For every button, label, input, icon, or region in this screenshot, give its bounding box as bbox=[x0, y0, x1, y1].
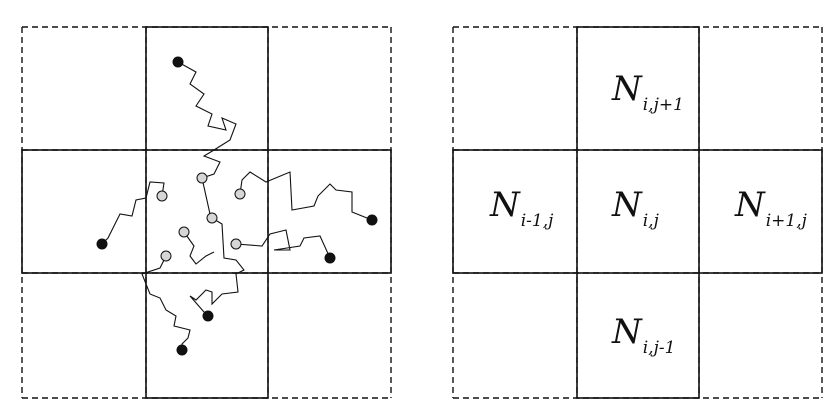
random-walk-path-north bbox=[177, 61, 237, 179]
label-right-cell: Ni+1,j bbox=[735, 185, 807, 230]
random-walk-path-east-lower bbox=[235, 229, 331, 259]
random-walk-path-east-upper bbox=[239, 171, 373, 221]
random-walk-path-inner-0 bbox=[183, 231, 215, 265]
label-top-main: N bbox=[612, 69, 642, 109]
filled-end-marker bbox=[172, 56, 184, 68]
hollow-start-marker bbox=[160, 250, 172, 262]
random-walk-path-south-lower bbox=[141, 255, 191, 350]
label-top-cell: Ni,j+1 bbox=[612, 69, 684, 114]
label-left-main: N bbox=[490, 185, 520, 225]
filled-end-marker bbox=[366, 214, 378, 226]
filled-end-marker bbox=[324, 252, 336, 264]
label-center-cell: Ni,j bbox=[612, 185, 659, 230]
hollow-start-marker bbox=[234, 188, 246, 200]
right-panel-cross-vertical-bar bbox=[576, 26, 700, 399]
label-right-main: N bbox=[735, 185, 765, 225]
left-panel-cross-horizontal-bar bbox=[21, 149, 392, 274]
label-left-cell: Ni-1,j bbox=[490, 185, 553, 230]
hollow-start-marker bbox=[178, 226, 190, 238]
filled-end-marker bbox=[96, 238, 108, 250]
label-bottom-sub: i,j-1 bbox=[642, 338, 676, 358]
hollow-start-marker bbox=[206, 212, 218, 224]
label-top-sub: i,j+1 bbox=[642, 95, 684, 115]
label-center-sub: i,j bbox=[642, 211, 659, 231]
hollow-start-marker bbox=[196, 172, 208, 184]
hollow-start-marker bbox=[156, 190, 168, 202]
random-walk-path-south-upper bbox=[189, 217, 245, 317]
hollow-start-marker bbox=[230, 238, 242, 250]
label-center-main: N bbox=[612, 185, 642, 225]
label-bottom-cell: Ni,j-1 bbox=[612, 312, 675, 357]
label-left-sub: i-1,j bbox=[520, 211, 554, 231]
left-panel-cross-vertical-bar bbox=[145, 26, 269, 399]
random-walk-path-inner-1 bbox=[201, 177, 211, 215]
random-walk-path-west bbox=[101, 181, 165, 245]
label-right-sub: i+1,j bbox=[765, 211, 807, 231]
right-panel-cross-horizontal-bar bbox=[452, 149, 823, 274]
label-bottom-main: N bbox=[612, 312, 642, 352]
filled-end-marker bbox=[176, 344, 188, 356]
filled-end-marker bbox=[202, 310, 214, 322]
